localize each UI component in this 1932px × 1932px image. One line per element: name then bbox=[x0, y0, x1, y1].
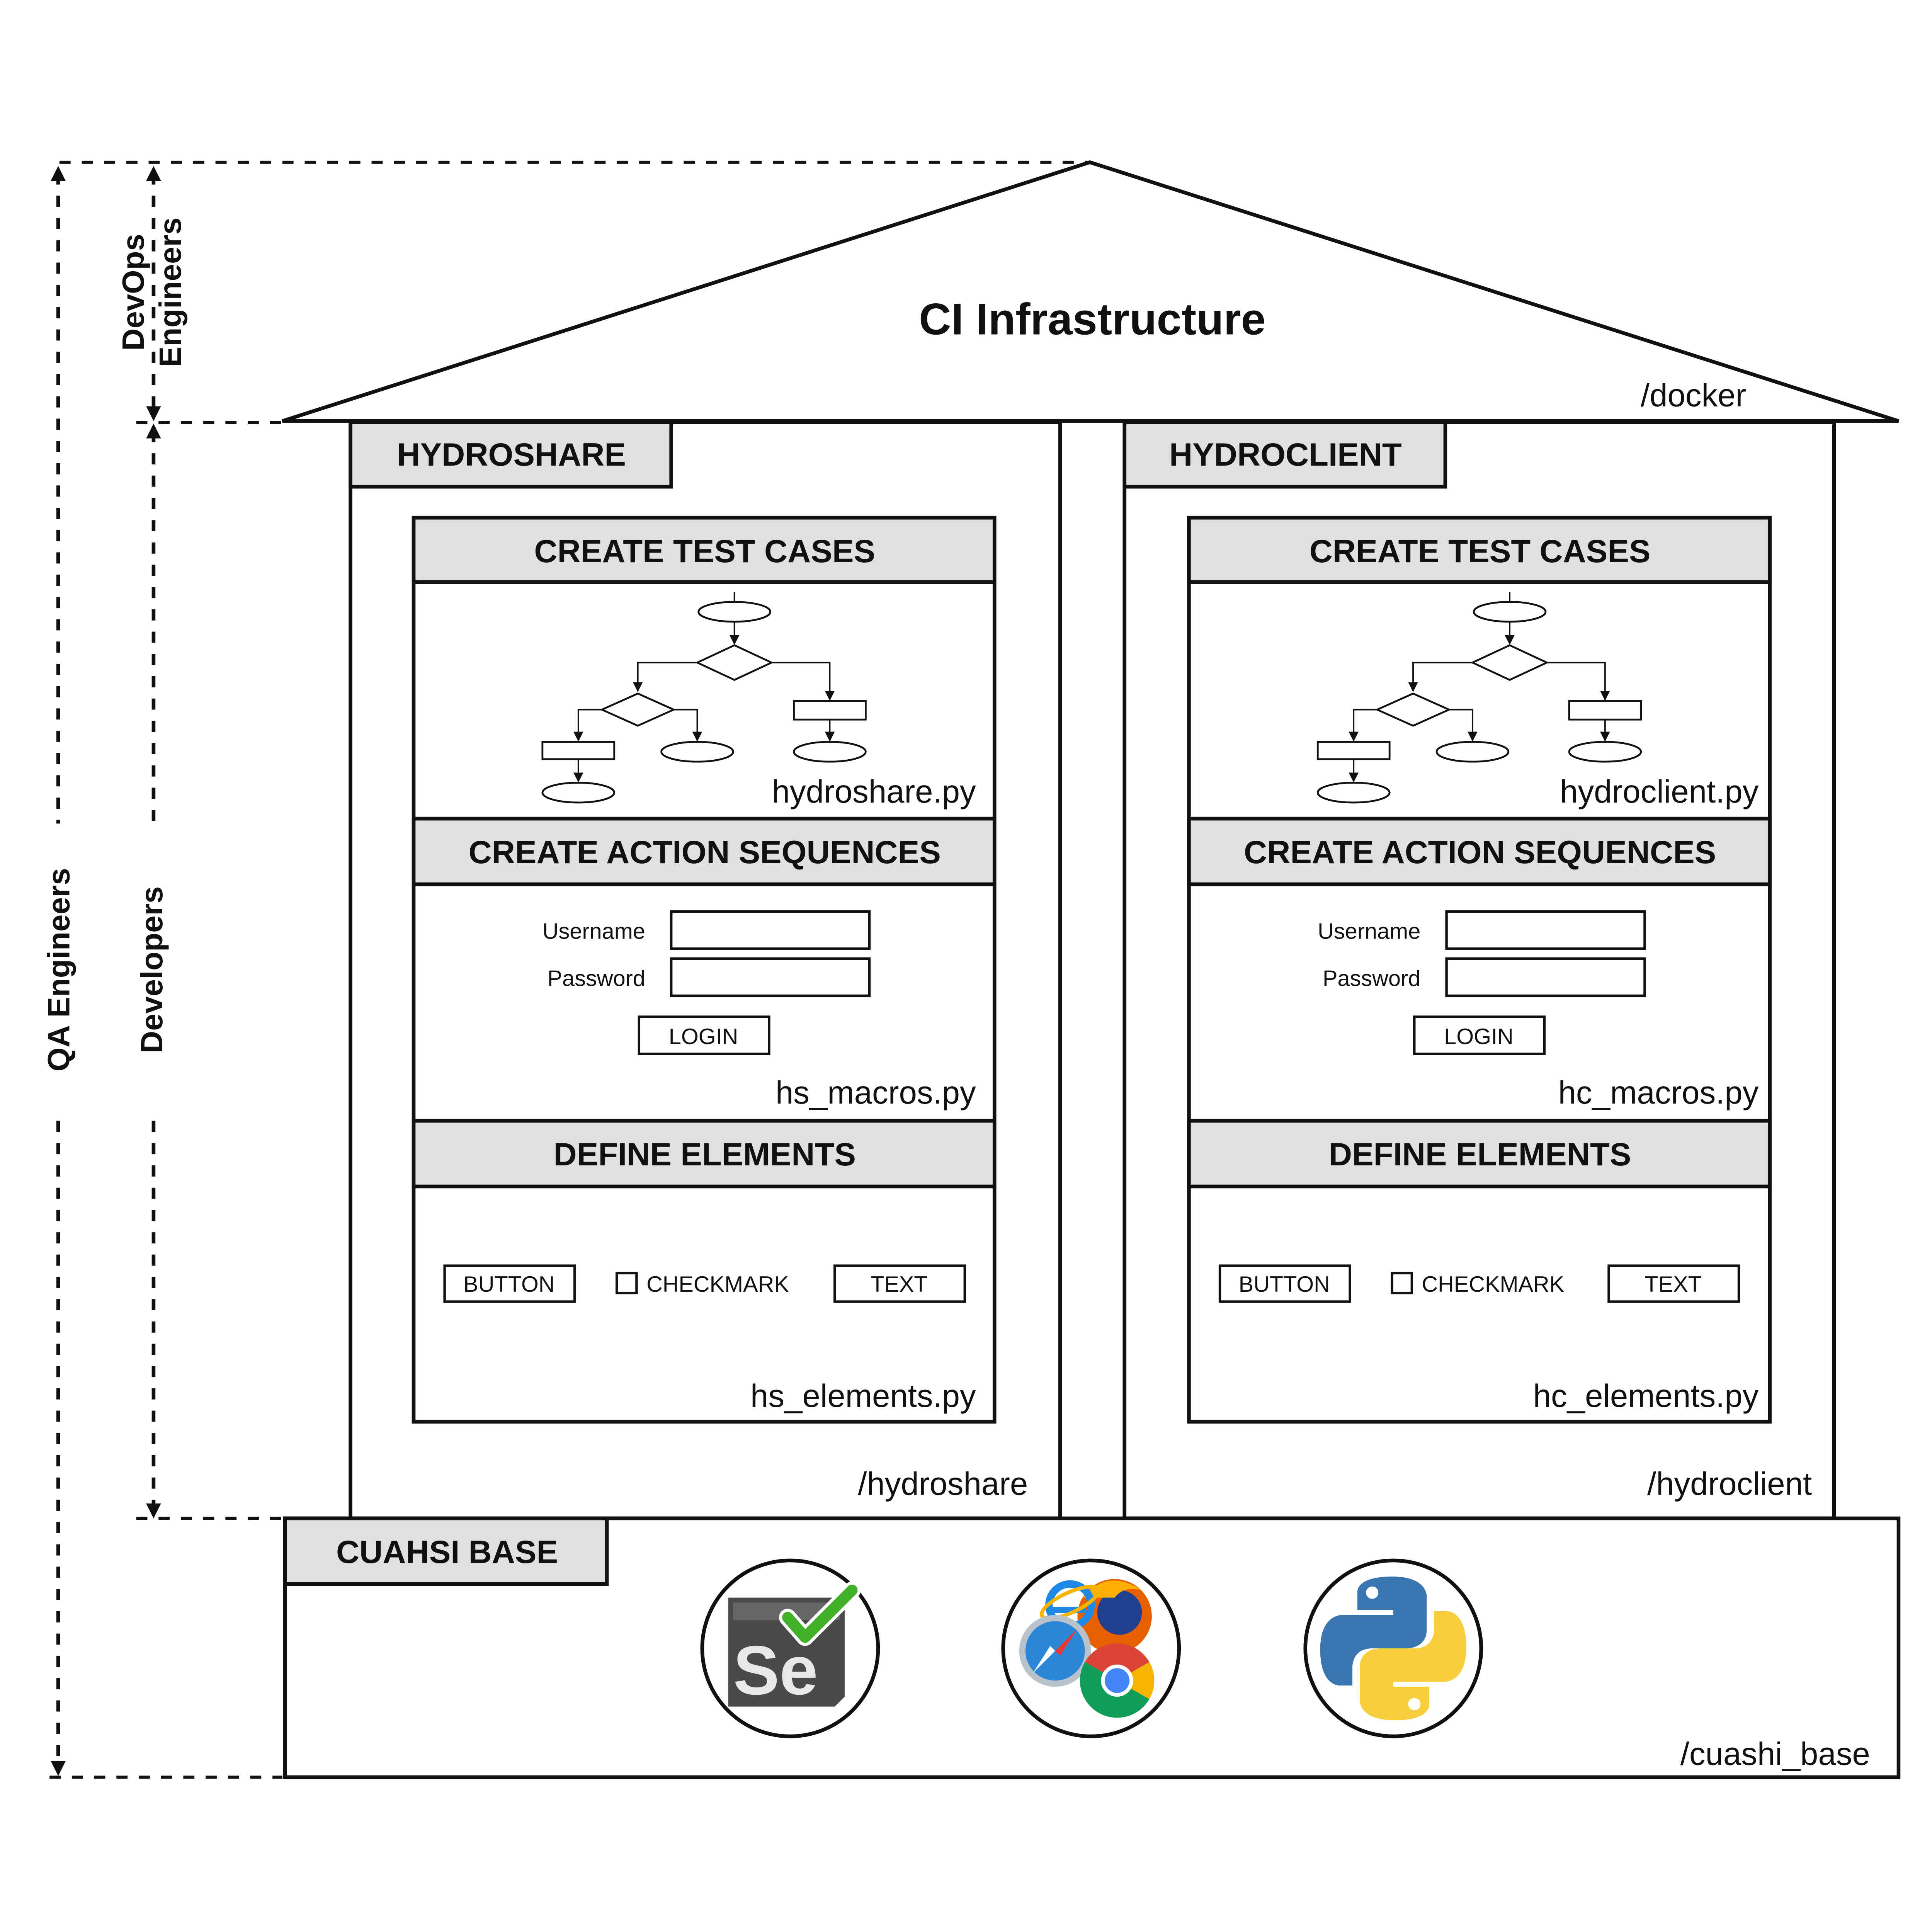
base-path: /cuashi_base bbox=[1680, 1736, 1870, 1772]
section-header bbox=[412, 515, 997, 584]
elements-header: DEFINE ELEMENTS bbox=[1329, 1136, 1631, 1172]
sample-checkmark-label: CHECKMARK bbox=[1422, 1272, 1564, 1297]
username-label: Username bbox=[1318, 919, 1420, 944]
login-button bbox=[638, 1015, 770, 1055]
section-header bbox=[1187, 816, 1772, 886]
tests-file: hydroclient.py bbox=[1560, 774, 1759, 810]
actions-file: hc_macros.py bbox=[1558, 1075, 1759, 1111]
username-field bbox=[670, 910, 871, 950]
sample-text-box bbox=[833, 1264, 966, 1303]
base-foundation: CUAHSI BASE /cuashi_base Se bbox=[283, 1516, 1901, 1779]
module-tab bbox=[349, 420, 673, 489]
module-tab bbox=[1122, 420, 1447, 489]
password-field bbox=[1445, 957, 1646, 997]
section-header bbox=[412, 816, 997, 886]
actions-header: CREATE ACTION SEQUENCES bbox=[1244, 834, 1716, 870]
elements-file: hs_elements.py bbox=[750, 1378, 976, 1414]
tests-header: CREATE TEST CASES bbox=[1310, 533, 1651, 569]
sample-text-box bbox=[1607, 1264, 1740, 1303]
section-header bbox=[1187, 515, 1772, 584]
tests-file: hydroshare.py bbox=[772, 774, 976, 810]
base-tab bbox=[283, 1516, 609, 1586]
login-button bbox=[1413, 1015, 1546, 1055]
module-hydroclient: HYDROCLIENT CREATE TEST CASES hydroclien… bbox=[1122, 420, 1836, 1520]
browsers-logo-icon bbox=[1001, 1558, 1181, 1738]
module-name: HYDROSHARE bbox=[397, 437, 626, 473]
checkbox-icon bbox=[615, 1272, 638, 1294]
sample-button-box bbox=[1218, 1264, 1351, 1303]
roof-path: /docker bbox=[1641, 377, 1746, 413]
checkbox-icon bbox=[1391, 1272, 1413, 1294]
module-path: /hydroshare bbox=[858, 1466, 1028, 1502]
elements-file: hc_elements.py bbox=[1533, 1378, 1759, 1414]
roof bbox=[282, 160, 1899, 423]
sample-button-label: BUTTON bbox=[1239, 1272, 1330, 1297]
password-label: Password bbox=[1323, 966, 1420, 991]
qa-engineers-label: QA Engineers bbox=[41, 868, 76, 1071]
actions-header: CREATE ACTION SEQUENCES bbox=[469, 834, 941, 870]
base-name: CUAHSI BASE bbox=[336, 1534, 558, 1570]
username-label: Username bbox=[543, 919, 645, 944]
login-label: LOGIN bbox=[1444, 1024, 1514, 1049]
sample-button-box bbox=[443, 1264, 576, 1303]
roof-title: CI Infrastructure bbox=[919, 294, 1266, 344]
actions-file: hs_macros.py bbox=[776, 1075, 976, 1111]
module-name: HYDROCLIENT bbox=[1169, 437, 1402, 473]
password-field bbox=[670, 957, 871, 997]
login-label: LOGIN bbox=[669, 1024, 738, 1049]
sample-text-label: TEXT bbox=[871, 1272, 927, 1297]
sample-button-label: BUTTON bbox=[463, 1272, 554, 1297]
tests-header: CREATE TEST CASES bbox=[534, 533, 875, 569]
elements-header: DEFINE ELEMENTS bbox=[554, 1136, 856, 1172]
username-field bbox=[1445, 910, 1646, 950]
role-arrows bbox=[51, 166, 161, 1776]
selenium-logo-icon: Se bbox=[700, 1558, 880, 1738]
developers-label: Developers bbox=[134, 886, 169, 1053]
module-path: /hydroclient bbox=[1647, 1466, 1812, 1502]
section-header bbox=[412, 1119, 997, 1189]
section-header bbox=[1187, 1119, 1772, 1189]
devops-label-line2: Engineers bbox=[153, 218, 187, 367]
devops-label-line1: DevOps bbox=[116, 234, 150, 351]
password-label: Password bbox=[548, 966, 645, 991]
sample-checkmark-label: CHECKMARK bbox=[646, 1272, 789, 1297]
sample-text-label: TEXT bbox=[1645, 1272, 1701, 1297]
python-logo-icon bbox=[1303, 1558, 1483, 1738]
module-hydroshare: HYDROSHARE CREATE TEST CASES hydroshare.… bbox=[349, 420, 1062, 1520]
